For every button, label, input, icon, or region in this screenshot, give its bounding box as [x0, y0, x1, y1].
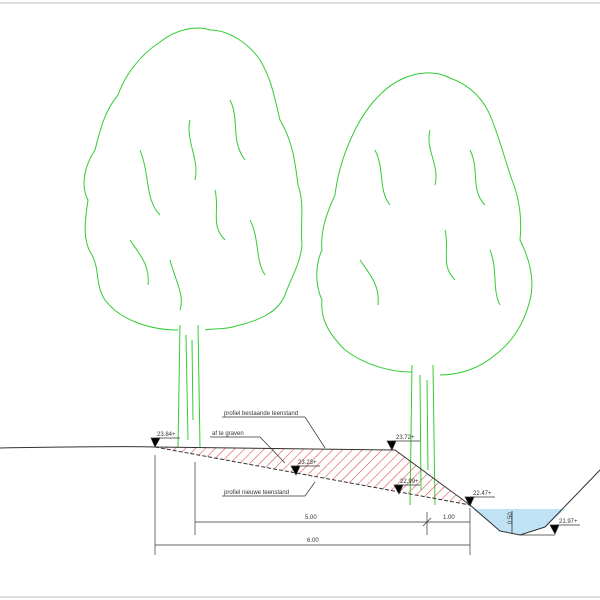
- tree-left: [83, 27, 303, 448]
- level-marker-icon: [150, 437, 161, 448]
- level-ditch-bottom: 21.97+: [559, 519, 578, 525]
- tree-right: [316, 72, 533, 506]
- level-ditch-edge: 22.47+: [473, 491, 492, 497]
- tree-right-trunk: [409, 364, 436, 506]
- level-markers: [150, 437, 580, 536]
- dim-5: 5.00: [305, 515, 317, 521]
- label-excavate: af te graven: [212, 431, 244, 437]
- leader-lines: [210, 416, 326, 497]
- dimension-lines: [154, 455, 471, 555]
- dim-1: 1.00: [443, 515, 455, 521]
- dim-total: 6.00: [307, 538, 319, 544]
- level-marker-icon: [549, 524, 560, 535]
- new-profile-line: [154, 446, 471, 506]
- water-depth-label: 0.50: [508, 512, 514, 524]
- tree-right-canopy: [316, 72, 533, 376]
- level-mid: 23.23+: [298, 460, 317, 466]
- label-new-profile: profiel nieuwe teenstand: [224, 490, 289, 496]
- tree-left-canopy: [83, 27, 303, 331]
- label-existing-profile: profiel bestaande teenstand: [224, 411, 298, 417]
- level-under-tree: 22.99+: [400, 479, 419, 485]
- level-left-top: 23.84+: [157, 432, 176, 438]
- level-crest: 23.72+: [396, 435, 415, 441]
- level-marker-icon: [386, 440, 397, 451]
- tree-left-trunk: [177, 324, 201, 448]
- level-marker-icon: [290, 465, 301, 476]
- level-marker-icon: [464, 496, 475, 507]
- level-marker-icon: [393, 484, 404, 495]
- water: [473, 509, 565, 535]
